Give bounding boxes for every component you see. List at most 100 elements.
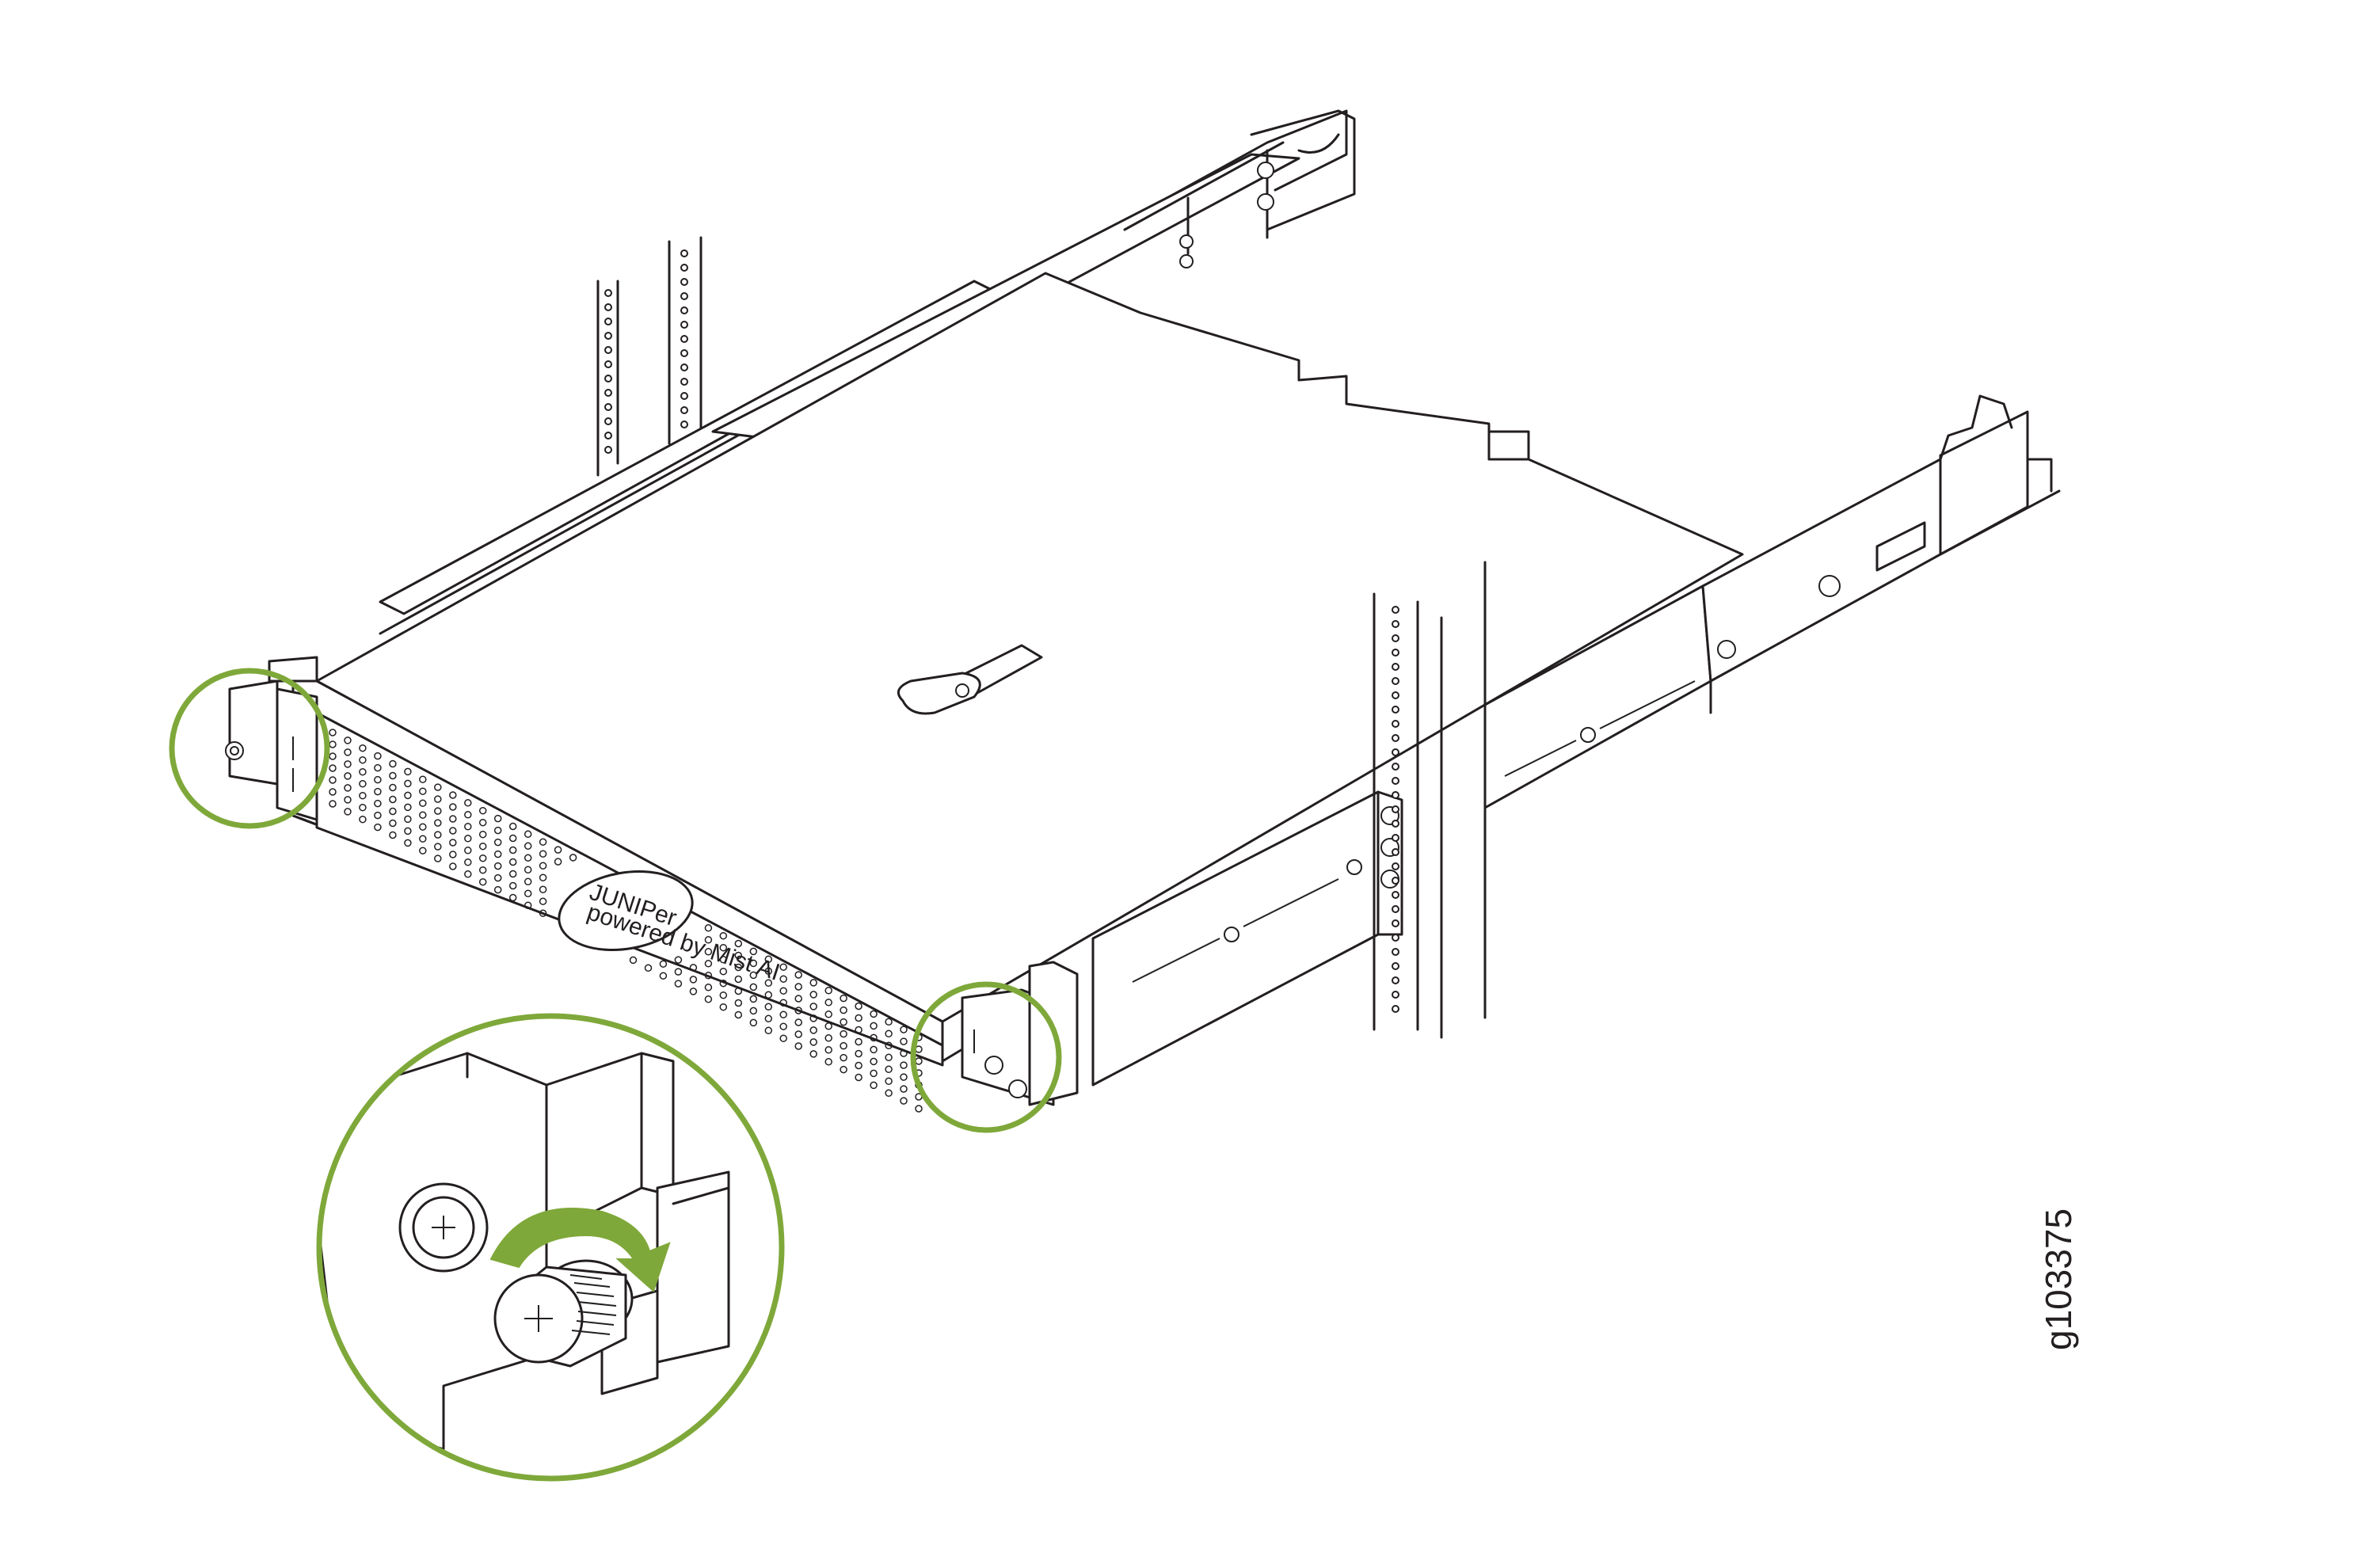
- vent-hole: [734, 939, 743, 948]
- vent-hole: [719, 991, 728, 999]
- vent-hole: [749, 971, 758, 980]
- vent-hole: [539, 897, 547, 905]
- vent-hole: [374, 799, 382, 808]
- vent-hole: [885, 1089, 893, 1098]
- vent-hole: [779, 1022, 787, 1030]
- vent-hole: [478, 842, 487, 851]
- vent-hole: [464, 799, 472, 807]
- vent-hole: [524, 854, 532, 862]
- vent-hole: [524, 877, 532, 886]
- vent-hole: [885, 1053, 893, 1062]
- rack-hole: [1392, 634, 1399, 642]
- vent-hole: [809, 1026, 817, 1034]
- vent-hole: [389, 783, 397, 792]
- rack-hole: [680, 321, 688, 329]
- vent-hole: [749, 1007, 758, 1015]
- vent-hole: [659, 972, 668, 980]
- vent-hole: [449, 862, 457, 870]
- vent-hole: [419, 823, 427, 831]
- vent-hole: [464, 847, 472, 854]
- vent-hole: [855, 1002, 862, 1010]
- vent-hole: [764, 979, 773, 988]
- vent-hole: [674, 956, 683, 964]
- vent-hole: [749, 983, 758, 991]
- vent-hole: [855, 1026, 862, 1034]
- vent-hole: [344, 772, 352, 780]
- vent-hole: [434, 819, 442, 827]
- vent-hole: [359, 767, 367, 776]
- vent-hole: [554, 858, 562, 866]
- vent-hole: [359, 803, 367, 812]
- vent-hole: [389, 807, 397, 816]
- vent-hole: [764, 991, 773, 999]
- vent-hole: [344, 760, 352, 768]
- vent-hole: [659, 960, 668, 968]
- vent-hole: [870, 1069, 878, 1078]
- vent-hole: [389, 771, 397, 780]
- rack-hole: [680, 292, 688, 300]
- vent-hole: [419, 847, 427, 854]
- callout-circles: [169, 668, 1062, 1133]
- vent-hole: [434, 783, 442, 791]
- vent-hole: [524, 830, 532, 839]
- rack-hole: [1392, 691, 1399, 699]
- vent-hole: [764, 1026, 773, 1035]
- vent-hole: [824, 1010, 832, 1018]
- vent-hole: [870, 1081, 878, 1090]
- vent-hole: [704, 960, 713, 968]
- vent-hole: [493, 862, 502, 870]
- rack-hole: [604, 403, 612, 411]
- vent-hole: [404, 839, 412, 847]
- vent-hole: [359, 815, 367, 824]
- vent-hole: [764, 967, 773, 976]
- rack-hole: [1392, 862, 1399, 870]
- vent-hole: [824, 1058, 832, 1066]
- vent-hole: [539, 850, 547, 858]
- vent-hole: [508, 881, 517, 890]
- vent-hole: [689, 976, 698, 984]
- vent-hole: [493, 826, 502, 835]
- vent-hole: [749, 1018, 758, 1027]
- vent-hole: [434, 807, 442, 815]
- vent-hole: [900, 1026, 908, 1033]
- rack-hole: [680, 363, 688, 371]
- vent-hole: [449, 827, 457, 835]
- rack-hole: [1392, 877, 1399, 885]
- vent-hole: [704, 972, 713, 980]
- vent-hole: [855, 1037, 862, 1046]
- vent-hole: [404, 767, 412, 776]
- vent-hole: [449, 791, 457, 799]
- vent-hole: [478, 866, 487, 874]
- vent-hole: [493, 838, 502, 847]
- vent-hole: [824, 1046, 832, 1054]
- vent-hole: [734, 963, 743, 972]
- vent-hole: [434, 831, 442, 839]
- vent-hole: [689, 964, 698, 972]
- rack-hole: [680, 335, 688, 343]
- vent-hole: [344, 796, 352, 804]
- vent-hole: [870, 1057, 878, 1066]
- rack-hole: [680, 306, 688, 314]
- vent-hole: [359, 744, 367, 752]
- rack-hole: [1392, 905, 1399, 913]
- vent-hole: [389, 759, 397, 768]
- vent-hole: [419, 799, 427, 807]
- rack-hole: [604, 289, 612, 297]
- vent-hole: [734, 999, 743, 1007]
- vent-hole: [794, 1030, 802, 1038]
- vent-hole: [374, 752, 382, 760]
- vent-hole: [449, 851, 457, 858]
- rack-hole: [604, 446, 612, 454]
- rack-hole: [604, 360, 612, 368]
- rack-hole: [604, 332, 612, 340]
- vent-hole: [374, 811, 382, 820]
- vent-hole: [809, 1038, 817, 1046]
- vent-hole: [404, 803, 412, 812]
- vent-hole: [493, 814, 502, 823]
- vent-hole: [344, 784, 352, 792]
- vent-hole: [569, 854, 577, 862]
- rack-hole: [1392, 606, 1399, 614]
- rack-hole: [1392, 934, 1399, 942]
- vent-hole: [870, 1010, 878, 1018]
